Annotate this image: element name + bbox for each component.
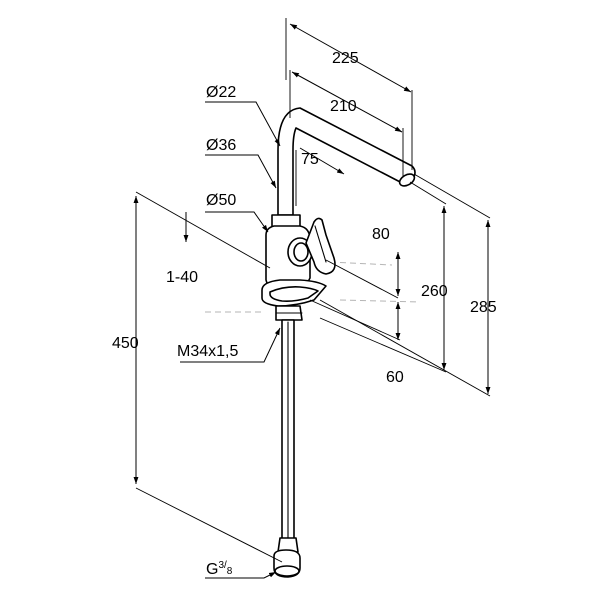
hose-fitting-nut (274, 565, 300, 577)
label-80: 80 (372, 226, 390, 243)
faucet-body (261, 107, 416, 578)
label-dia50: Ø50 (206, 192, 236, 209)
dim-m34-leader (180, 327, 281, 363)
label-g38-num: 3 (218, 560, 224, 571)
label-dia36: Ø36 (206, 137, 236, 154)
spout-aerator (398, 173, 416, 187)
dim-g38-leader (205, 571, 277, 579)
label-g38-den: 8 (227, 566, 233, 577)
label-g38: G3/8 (206, 560, 233, 578)
dimension-labels: 225 210 Ø22 Ø36 75 Ø50 80 1-40 260 285 4… (112, 50, 497, 578)
label-450: 450 (112, 335, 139, 352)
label-225: 225 (332, 50, 359, 67)
dimension-lines (133, 18, 491, 579)
spout-tube (277, 107, 416, 216)
label-m34: M34x1,5 (177, 343, 238, 360)
label-60: 60 (386, 369, 404, 386)
dim-dia50-leader (205, 211, 269, 233)
lever-cartridge-inner (293, 242, 309, 262)
label-260: 260 (421, 283, 448, 300)
label-dia22: Ø22 (206, 84, 236, 101)
hidden-reference-lines (205, 261, 421, 313)
dim-dia36-leader (205, 154, 277, 189)
dim-75-line (299, 147, 345, 175)
label-75: 75 (301, 151, 319, 168)
label-g38-prefix: G (206, 561, 218, 578)
label-285: 285 (470, 299, 497, 316)
label-1-40: 1-40 (166, 269, 198, 286)
lever-handle-edge (314, 225, 327, 263)
lever-handle (305, 217, 336, 275)
label-210: 210 (330, 98, 357, 115)
base-flange-ring (269, 286, 319, 302)
dim-210-line (291, 71, 403, 133)
hose-fitting-upper (277, 537, 299, 553)
dim-dia22-leader (205, 101, 281, 147)
